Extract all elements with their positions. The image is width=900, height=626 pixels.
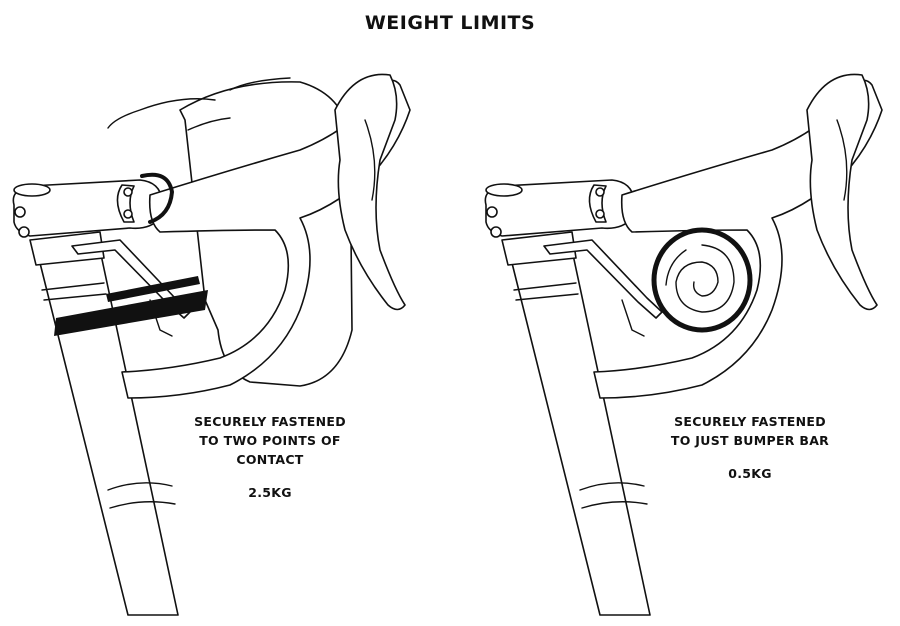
right-caption: SECURELY FASTENED TO JUST BUMPER BAR 0.5… <box>640 412 860 483</box>
caption-line: SECURELY FASTENED <box>674 414 826 429</box>
caption-line: SECURELY FASTENED <box>194 414 346 429</box>
weight-limit: 2.5KG <box>248 485 292 500</box>
caption-line: CONTACT <box>236 452 304 467</box>
left-illustration <box>12 73 411 616</box>
diagram-title: WEIGHT LIMITS <box>364 12 536 34</box>
weight-limit: 0.5KG <box>728 466 772 481</box>
strap-lower <box>54 290 208 336</box>
left-caption: SECURELY FASTENED TO TWO POINTS OF CONTA… <box>170 412 370 502</box>
caption-line: TO JUST BUMPER BAR <box>670 433 830 448</box>
right-illustration <box>484 73 883 616</box>
caption-line: TO TWO POINTS OF <box>199 433 341 448</box>
strap-stem <box>140 172 175 224</box>
strap-upper <box>106 276 200 302</box>
